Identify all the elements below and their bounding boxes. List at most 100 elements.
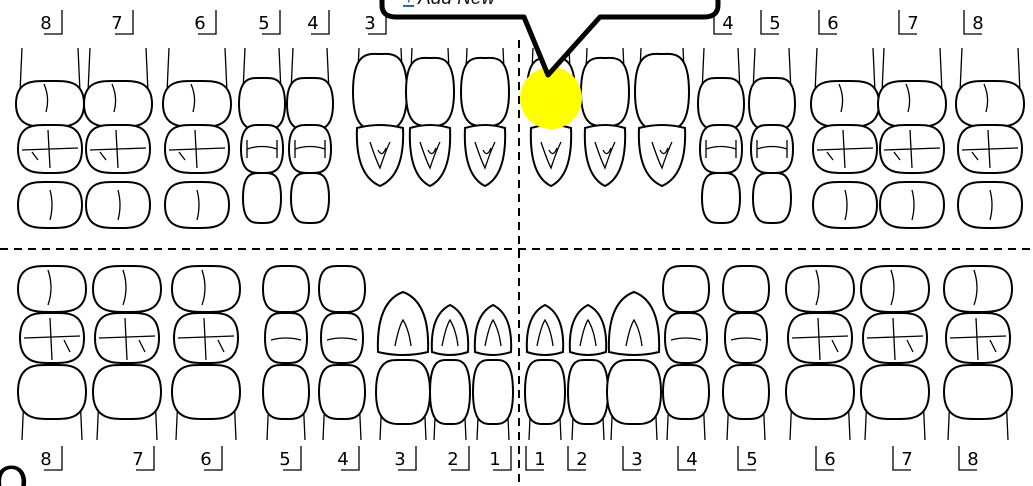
labial-view [568,360,608,424]
lower-number-2: 2 [447,446,469,470]
lower-tooth-right-3[interactable] [607,292,661,440]
lower-tooth-left-3[interactable] [376,292,430,440]
lower-number-6: 6 [816,446,836,470]
lingual-view [723,266,769,312]
corner-glyph: O [0,458,29,486]
lingual-view [410,125,450,186]
buccal-view [878,81,946,127]
lingual-view [357,125,403,186]
tooth-number-label: 2 [447,449,458,470]
tooth-number-label: 2 [576,449,587,470]
lingual-view [570,305,606,355]
lower-number-7: 7 [893,446,913,470]
add-new-plus[interactable]: + [403,0,414,9]
buccal-view [319,365,365,419]
upper-tooth-left-8[interactable] [16,48,84,228]
upper-tooth-right-8[interactable] [956,48,1024,228]
buccal-view [287,78,333,130]
tooth-number-label: 4 [337,449,348,470]
tooth-number-label: 7 [111,13,122,34]
upper-tooth-right-7[interactable] [878,48,946,228]
tooth-number-label: 3 [394,449,405,470]
lingual-view [263,266,309,312]
lingual-view [18,182,82,228]
upper-tooth-right-2[interactable] [581,48,629,186]
lingual-view [944,266,1012,312]
tooth-number-label: 8 [972,13,983,34]
buccal-view [263,365,309,419]
tooth-number-label: 4 [722,13,733,34]
lingual-view [172,266,240,312]
lower-tooth-right-7[interactable] [861,266,929,440]
lower-number-8: 8 [959,446,979,470]
labial-view [525,360,565,424]
upper-tooth-right-3[interactable] [635,48,689,186]
selected-tooth-marker[interactable] [520,67,582,129]
lower-tooth-right-8[interactable] [944,266,1012,440]
lower-tooth-right-4[interactable] [663,266,709,440]
lingual-view [585,125,625,186]
tooth-number-label: 1 [489,449,500,470]
lower-number-6: 6 [200,446,222,470]
buccal-view [18,365,86,419]
tooth-number-label: 5 [258,13,269,34]
tooth-number-label: 5 [746,449,757,470]
buccal-view [811,81,879,127]
upper-tooth-left-2[interactable] [406,48,454,186]
upper-tooth-right-4[interactable] [698,48,744,223]
upper-number-7: 7 [899,10,919,34]
lower-tooth-left-4[interactable] [319,266,365,440]
upper-number-6: 6 [819,10,839,34]
lower-tooth-right-1[interactable] [525,305,565,440]
lingual-view [639,125,685,186]
lower-tooth-left-7[interactable] [93,266,161,440]
lingual-view [527,305,563,355]
tooth-number-label: 1 [534,449,545,470]
lower-tooth-left-8[interactable] [18,266,86,440]
tooth-number-label: 6 [824,449,835,470]
lingual-view [786,266,854,312]
lower-tooth-left-6[interactable] [172,266,240,440]
lower-tooth-left-1[interactable] [473,305,513,440]
upper-tooth-left-7[interactable] [84,48,152,228]
labial-view [607,360,661,424]
upper-tooth-right-5[interactable] [749,48,795,223]
add-new-label[interactable]: Add New [417,0,496,9]
tooth-number-label: 4 [307,13,318,34]
lower-tooth-left-5[interactable] [263,266,309,440]
upper-tooth-left-1[interactable] [461,48,509,186]
lingual-view [465,125,505,186]
upper-tooth-left-6[interactable] [163,48,231,228]
lower-number-3: 3 [623,446,643,470]
labial-view [473,360,513,424]
labial-view [635,54,689,130]
tooth-number-label: 5 [279,449,290,470]
upper-number-5: 5 [761,10,781,34]
lower-tooth-left-2[interactable] [430,305,470,440]
lingual-view [861,266,929,312]
upper-tooth-left-5[interactable] [239,48,285,223]
lower-tooth-right-2[interactable] [568,305,608,440]
labial-view [376,360,430,424]
lingual-view [813,182,877,228]
labial-view [581,58,629,126]
buccal-view [944,365,1012,419]
lingual-view [609,292,659,355]
tooth-number-label: 7 [132,449,143,470]
tooth-number-label: 8 [967,449,978,470]
lower-tooth-right-5[interactable] [723,266,769,440]
upper-tooth-left-4[interactable] [287,48,333,223]
lower-number-5: 5 [279,446,301,470]
upper-number-4: 4 [307,10,329,34]
upper-tooth-left-3[interactable] [353,48,407,186]
lower-tooth-right-6[interactable] [786,266,854,440]
tooth-number-label: 6 [827,13,838,34]
lingual-view [880,182,944,228]
upper-tooth-right-6[interactable] [811,48,879,228]
upper-number-5: 5 [258,10,280,34]
upper-number-8: 8 [40,10,62,34]
lingual-view [378,292,428,355]
buccal-view [956,81,1024,127]
